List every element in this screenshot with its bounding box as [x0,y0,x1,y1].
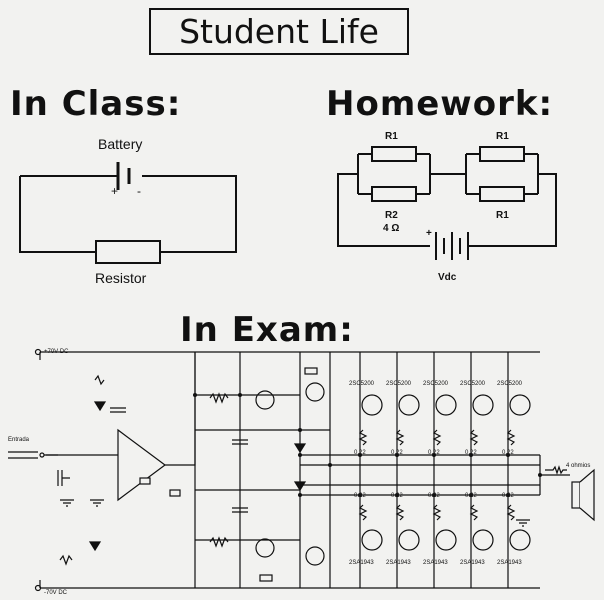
r2-value-label: 4 Ω [383,223,400,234]
r1-bottom-right-label: R1 [496,210,509,221]
transistor-bottom-label: 2SA1943 [460,560,485,566]
transistor-top-label: 2SC5200 [386,381,412,387]
supply-negative-label: -70V DC [44,590,68,596]
page-title: Student Life [149,8,409,55]
output-label: 4 ohmios [566,463,591,469]
homework-circuit [337,146,557,260]
vdc-plus-sign: + [426,228,432,239]
resistor-symbol [95,240,161,264]
transistor-top-label: 2SC5200 [423,381,449,387]
speaker-symbol [571,481,581,509]
transistor-bottom-label: 2SA1943 [423,560,448,566]
resistor-label: Resistor [95,270,147,286]
vdc-label: Vdc [438,272,457,283]
r1-top-right-label: R1 [496,131,509,142]
transistor-bottom-label: 2SA1943 [497,560,522,566]
r1-top-left-label: R1 [385,131,398,142]
input-label: Entrada [8,437,30,443]
battery-plus-sign: + [111,184,119,198]
transistor-bottom-label: 2SA1943 [349,560,374,566]
homework-heading: Homework: [326,84,554,124]
battery-minus-sign: - [137,184,141,198]
battery-label: Battery [98,136,143,152]
transistor-top-label: 2SC5200 [497,381,523,387]
simple-circuit [19,162,237,264]
transistor-bottom-label: 2SA1943 [386,560,411,566]
in-exam-heading: In Exam: [180,310,354,350]
transistor-top-label: 2SC5200 [460,381,486,387]
r2-label: R2 [385,210,398,221]
amplifier-schematic [8,348,595,592]
transistor-top-label: 2SC5200 [349,381,375,387]
in-class-heading: In Class: [10,84,182,124]
battery-stack-symbol [435,232,469,260]
